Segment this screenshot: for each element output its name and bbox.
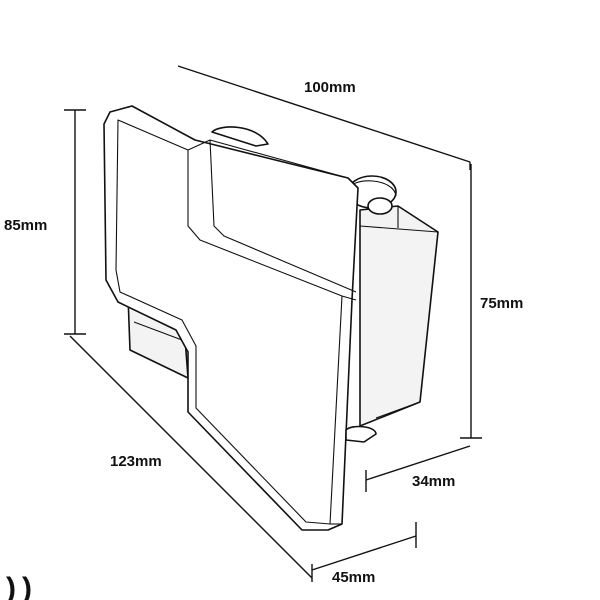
bottom-bump: [345, 425, 377, 443]
dim-label-height-right: 75mm: [480, 295, 523, 312]
dimension-labels: 100mm 85mm 75mm 123mm 34mm 45mm: [4, 79, 523, 586]
rear-box: [359, 205, 439, 427]
dim-label-width: 100mm: [304, 79, 356, 96]
dim-label-depth-inner: 34mm: [412, 473, 455, 490]
dimension-lines: [64, 65, 482, 582]
corner-glyph: ): [6, 572, 16, 600]
dim-label-length: 123mm: [110, 453, 162, 470]
dim-label-depth-outer: 45mm: [332, 569, 375, 586]
top-knob: [347, 175, 397, 215]
dim-label-height-left: 85mm: [4, 217, 47, 234]
corner-glyph-2: ): [22, 572, 32, 600]
front-plate: [103, 105, 359, 531]
rear-lip: [211, 126, 269, 147]
product-illustration: [103, 105, 439, 531]
